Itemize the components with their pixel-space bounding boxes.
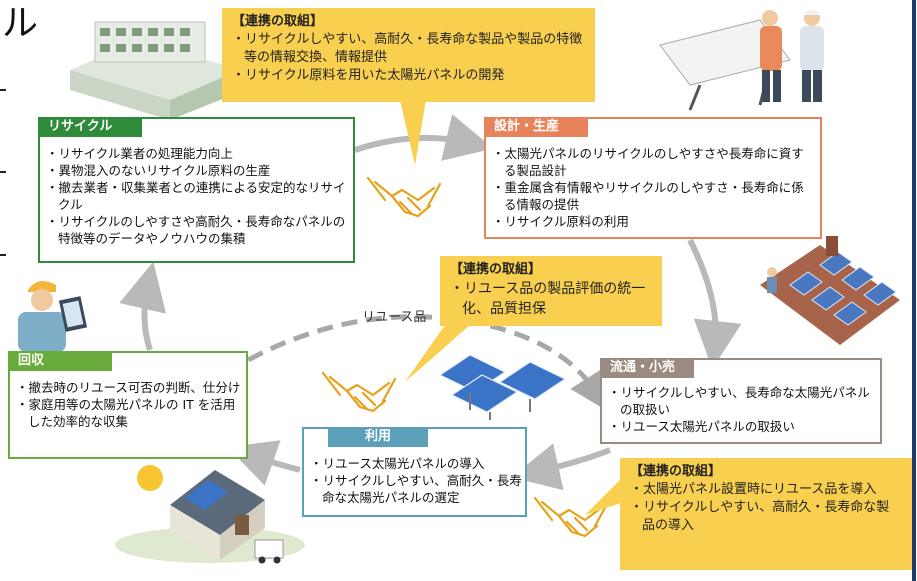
callout-top-pointer	[400, 100, 426, 165]
roof-panels-illustration	[760, 236, 900, 345]
handshake-icon-3	[533, 496, 609, 538]
reuse-label: リユース品	[362, 310, 427, 325]
recycle-list: リサイクル業者の処理能力向上 異物混入のないリサイクル原料の生産 撤去業者・収集…	[46, 145, 346, 247]
page-title-fragment: ル	[2, 3, 39, 44]
callout-top: 【連携の取組】 リサイクルしやすい、高耐久・長寿命な製品や製品の特徴等の情報交換…	[222, 8, 595, 102]
list-item: 異物混入のないリサイクル原料の生産	[46, 162, 346, 179]
callout-bottom-list: 太陽光パネル設置時にリユース品を導入 リサイクルしやすい、高耐久・長寿命な製品の…	[630, 481, 902, 535]
callout-mid: 【連携の取組】 リユース品の製品評価の統一化、品質担保	[440, 256, 662, 326]
list-item: 家庭用等の太陽光パネルの IT を活用した効率的な収集	[16, 396, 242, 430]
list-item: リサイクル原料の利用	[492, 213, 814, 230]
callout-top-title: 【連携の取組】	[232, 14, 324, 29]
callout-mid-list: リユース品の製品評価の統一化、品質担保	[450, 279, 652, 319]
list-item: 撤去業者・収集業者との連携による安定的なリサイクル	[46, 179, 346, 213]
list-item: リユース品の製品評価の統一化、品質担保	[450, 279, 652, 319]
collect-heading: 回収	[8, 351, 112, 371]
solar-panels-illustration	[438, 354, 567, 420]
list-item: 太陽光パネルのリサイクルのしやすさや長寿命に資する製品設計	[492, 145, 814, 179]
arrow-collect-to-recycle	[119, 261, 167, 351]
list-item: リサイクルしやすい、高耐久・長寿命な太陽光パネルの選定	[310, 472, 522, 506]
design-box: 設計・生産 太陽光パネルのリサイクルのしやすさや長寿命に資する製品設計 重金属含…	[484, 117, 822, 239]
list-item: 重金属含有情報やリサイクルのしやすさ・長寿命に係る情報の提供	[492, 179, 814, 213]
recycle-box: リサイクル リサイクル業者の処理能力向上 異物混入のないリサイクル原料の生産 撤…	[38, 117, 355, 263]
design-heading: 設計・生産	[484, 117, 588, 137]
list-item: リサイクルしやすい、長寿命な太陽光パネルの取扱い	[608, 384, 876, 418]
list-item: リサイクル業者の処理能力向上	[46, 145, 346, 162]
use-heading: 利用	[328, 427, 428, 447]
house-illustration	[115, 465, 305, 564]
left-edge-marks	[0, 89, 6, 256]
distribution-heading: 流通・小売	[600, 358, 694, 378]
list-item: リサイクルのしやすさや高耐久・長寿命なパネルの特徴等のデータやノウハウの集積	[46, 213, 346, 247]
list-item: リサイクルしやすい、高耐久・長寿命な製品や製品の特徴等の情報交換、情報提供	[232, 31, 585, 67]
list-item: リユース太陽光パネルの導入	[310, 455, 522, 472]
collect-list: 撤去時のリユース可否の判断、仕分け 家庭用等の太陽光パネルの IT を活用した効…	[16, 379, 242, 430]
worker-illustration	[18, 281, 88, 352]
handshake-icon-1	[366, 176, 442, 218]
use-list: リユース太陽光パネルの導入 リサイクルしやすい、高耐久・長寿命な太陽光パネルの選…	[310, 455, 522, 506]
design-list: 太陽光パネルのリサイクルのしやすさや長寿命に資する製品設計 重金属含有情報やリサ…	[492, 145, 814, 230]
use-box: 利用 リユース太陽光パネルの導入 リサイクルしやすい、高耐久・長寿命な太陽光パネ…	[302, 427, 527, 517]
recycle-heading: リサイクル	[38, 117, 142, 137]
factory-illustration	[70, 21, 240, 120]
arrow-design-to-distribution	[687, 238, 742, 369]
distribution-list: リサイクルしやすい、長寿命な太陽光パネルの取扱い リユース太陽光パネルの取扱い	[608, 384, 876, 435]
callout-mid-pointer	[405, 325, 470, 382]
list-item: リサイクル原料を用いた太陽光パネルの開発	[232, 67, 585, 85]
callout-bottom-pointer	[585, 470, 630, 515]
list-item: リユース太陽光パネルの取扱い	[608, 418, 876, 435]
list-item: 太陽光パネル設置時にリユース品を導入	[630, 481, 902, 499]
handshake-icon-2	[321, 371, 397, 413]
distribution-box: 流通・小売 リサイクルしやすい、長寿命な太陽光パネルの取扱い リユース太陽光パネ…	[600, 358, 882, 444]
arrow-distribution-to-use	[511, 443, 612, 491]
callout-bottom: 【連携の取組】 太陽光パネル設置時にリユース品を導入 リサイクルしやすい、高耐久…	[620, 458, 912, 570]
callout-top-list: リサイクルしやすい、高耐久・長寿命な製品や製品の特徴等の情報交換、情報提供 リサ…	[232, 31, 585, 85]
arrow-use-to-collect	[227, 440, 301, 486]
list-item: 撤去時のリユース可否の判断、仕分け	[16, 379, 242, 396]
callout-mid-title: 【連携の取組】	[450, 262, 542, 277]
reuse-arrow	[183, 314, 609, 412]
collect-box: 回収 撤去時のリユース可否の判断、仕分け 家庭用等の太陽光パネルの IT を活用…	[8, 351, 248, 459]
callout-bottom-title: 【連携の取組】	[630, 464, 722, 479]
designers-illustration	[659, 9, 824, 111]
list-item: リサイクルしやすい、高耐久・長寿命な製品の導入	[630, 499, 902, 535]
